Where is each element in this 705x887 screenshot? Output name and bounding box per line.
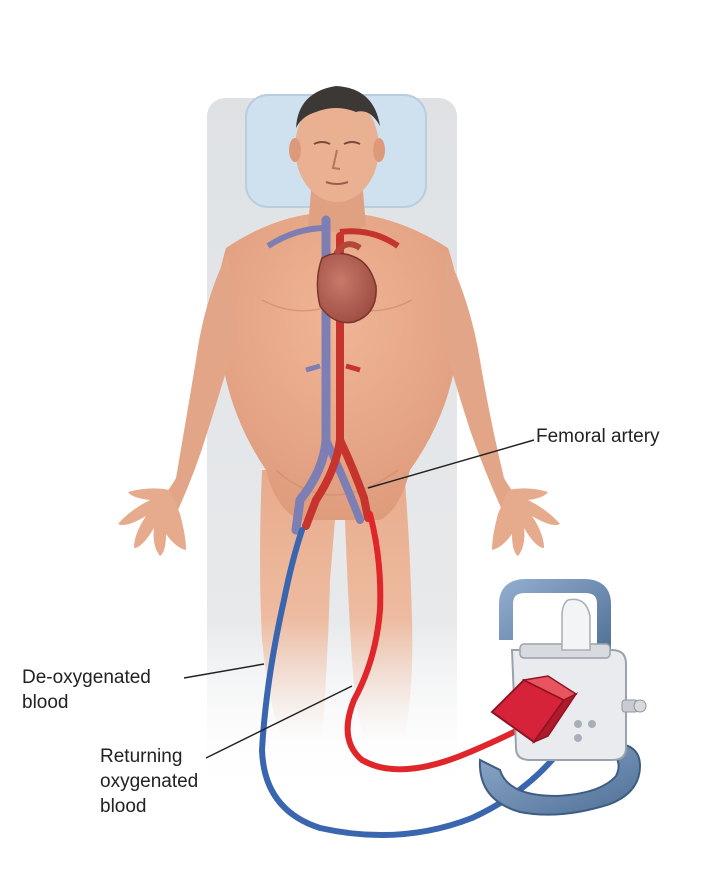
returning-line-3: blood [100, 794, 198, 819]
deoxygenated-line-2: blood [22, 690, 151, 715]
returning-line-2: oxygenated [100, 769, 198, 794]
femoral-artery-text: Femoral artery [536, 426, 660, 447]
deoxygenated-line-1: De-oxygenated [22, 665, 151, 690]
returning-blood-label: Returning oxygenated blood [100, 744, 198, 819]
femoral-artery-label: Femoral artery [536, 424, 660, 449]
deoxygenated-blood-label: De-oxygenated blood [22, 665, 151, 715]
returning-line-1: Returning [100, 744, 198, 769]
ecmo-machine [480, 586, 646, 815]
